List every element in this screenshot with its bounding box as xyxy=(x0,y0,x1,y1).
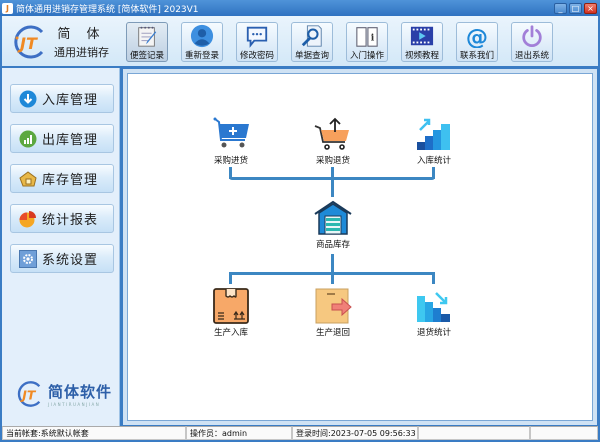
svg-text:JT: JT xyxy=(19,387,37,402)
connector-line xyxy=(331,167,334,179)
header: JT 简 体 通用进销存 便签记录 重新登录 xyxy=(2,16,598,66)
svg-text:@: @ xyxy=(466,24,488,48)
sidebar-item-inbound[interactable]: 入库管理 xyxy=(10,84,114,113)
flow-purchase-return[interactable]: 采购退货 xyxy=(298,116,368,166)
flow-production-in[interactable]: 生产入库 xyxy=(196,288,266,338)
flow-canvas: 采购进货 采购退货 入库统计 xyxy=(127,73,593,421)
video-play-icon xyxy=(410,26,434,46)
connector-line xyxy=(432,167,435,179)
box-in-icon xyxy=(213,288,249,324)
sidebar-item-label: 库存管理 xyxy=(42,173,99,188)
status-operator: 操作员：admin xyxy=(186,426,292,440)
window-titlebar: J 简体通用进销存管理系统 [简体软件] 2023V1 _ □ × xyxy=(0,0,600,16)
flow-node-label: 生产入库 xyxy=(213,328,248,338)
flow-node-label: 商品库存 xyxy=(315,240,350,250)
sidebar-item-inventory[interactable]: 库存管理 xyxy=(10,164,114,193)
at-sign-icon: @ xyxy=(466,24,488,48)
bar-chart-up-icon xyxy=(19,130,37,147)
brand-logo-icon: JT xyxy=(17,381,41,407)
connector-line xyxy=(331,254,334,274)
footer-brand-name: 简体软件 xyxy=(48,383,113,401)
document-search-icon xyxy=(301,25,322,47)
statusbar: 当前帐套:系统默认帐套 操作员：admin 登录时间:2023-07-05 09… xyxy=(2,426,598,440)
footer-brand-logo: JT 简体软件 JIANTIRUANJIAN xyxy=(16,380,112,408)
connector-line xyxy=(432,272,435,284)
flow-inbound-stats[interactable]: 入库统计 xyxy=(399,116,469,166)
video-tutorial-button[interactable]: 视频教程 xyxy=(401,22,443,62)
flow-node-label: 生产退回 xyxy=(315,328,350,338)
relogin-button[interactable]: 重新登录 xyxy=(181,22,223,62)
contact-us-button[interactable]: @ 联系我们 xyxy=(456,22,498,62)
getting-started-button[interactable]: i 入门操作 xyxy=(346,22,388,62)
document-query-button[interactable]: 单据查询 xyxy=(291,22,333,62)
sidebar-item-label: 出库管理 xyxy=(42,133,99,148)
brand-line1: 简 体 xyxy=(57,27,106,42)
sidebar-item-label: 系统设置 xyxy=(42,253,99,268)
main-panel: 采购进货 采购退货 入库统计 xyxy=(122,68,598,426)
house-box-icon xyxy=(19,170,37,186)
toolbar-label: 入门操作 xyxy=(349,51,384,61)
window-title: 简体通用进销存管理系统 [简体软件] 2023V1 xyxy=(16,4,199,15)
maximize-button[interactable]: □ xyxy=(569,2,582,14)
toolbar-label: 修改密码 xyxy=(239,51,274,61)
sidebar-item-reports[interactable]: 统计报表 xyxy=(10,204,114,233)
svg-text:i: i xyxy=(371,33,375,44)
connector-line xyxy=(229,167,232,179)
status-login-time: 登录时间:2023-07-05 09:56:33 xyxy=(292,426,418,440)
flow-purchase-in[interactable]: 采购进货 xyxy=(196,116,266,166)
toolbar: 便签记录 重新登录 修改密码 单据查询 xyxy=(126,22,553,62)
user-avatar-icon xyxy=(190,24,214,48)
download-arrow-icon xyxy=(19,90,37,107)
cart-return-icon xyxy=(314,117,349,150)
notes-button[interactable]: 便签记录 xyxy=(126,22,168,62)
flow-node-label: 入库统计 xyxy=(416,156,451,166)
gear-icon xyxy=(19,249,37,268)
brand-logo-icon: JT xyxy=(14,25,44,59)
footer-brand-pinyin: JIANTIRUANJIAN xyxy=(48,402,101,407)
chat-password-icon xyxy=(246,26,268,48)
toolbar-label: 退出系统 xyxy=(514,51,549,61)
exit-system-button[interactable]: 退出系统 xyxy=(511,22,553,62)
connector-line xyxy=(331,272,334,284)
svg-text:JT: JT xyxy=(17,34,38,53)
notepad-pencil-icon xyxy=(138,26,157,47)
flow-inventory[interactable]: 商品库存 xyxy=(298,200,368,250)
warehouse-icon xyxy=(314,200,352,235)
connector-line xyxy=(229,272,232,284)
toolbar-label: 单据查询 xyxy=(294,51,329,61)
sidebar-item-settings[interactable]: 系统设置 xyxy=(10,244,114,273)
sidebar-item-label: 统计报表 xyxy=(42,213,99,228)
minimize-button[interactable]: _ xyxy=(554,2,567,14)
power-icon xyxy=(522,25,542,48)
status-extra-1 xyxy=(418,426,530,440)
cart-add-icon xyxy=(213,117,249,148)
box-return-icon xyxy=(315,288,352,324)
status-extra-2 xyxy=(530,426,598,440)
app-icon: J xyxy=(2,2,13,14)
change-password-button[interactable]: 修改密码 xyxy=(236,22,278,62)
flow-node-label: 采购退货 xyxy=(315,156,350,166)
book-info-icon: i xyxy=(356,27,378,47)
toolbar-label: 便签记录 xyxy=(129,51,164,61)
sidebar: 入库管理 出库管理 库存管理 统计报表 系统设置 xyxy=(2,68,120,426)
toolbar-label: 视频教程 xyxy=(404,51,439,61)
stats-down-icon xyxy=(417,292,450,322)
flow-return-stats[interactable]: 退货统计 xyxy=(399,288,469,338)
flow-node-label: 采购进货 xyxy=(213,156,248,166)
sidebar-item-outbound[interactable]: 出库管理 xyxy=(10,124,114,153)
flow-node-label: 退货统计 xyxy=(416,328,451,338)
pie-chart-icon xyxy=(19,210,36,227)
toolbar-label: 联系我们 xyxy=(459,51,494,61)
sidebar-item-label: 入库管理 xyxy=(42,93,99,108)
flow-production-return[interactable]: 生产退回 xyxy=(298,288,368,338)
close-button[interactable]: × xyxy=(584,2,597,14)
brand-line2: 通用进销存 xyxy=(54,46,109,59)
status-account: 当前帐套:系统默认帐套 xyxy=(2,426,186,440)
toolbar-label: 重新登录 xyxy=(184,51,219,61)
stats-up-icon xyxy=(417,118,450,150)
brand-text: 简 体 通用进销存 xyxy=(54,23,109,60)
connector-line xyxy=(331,177,334,197)
